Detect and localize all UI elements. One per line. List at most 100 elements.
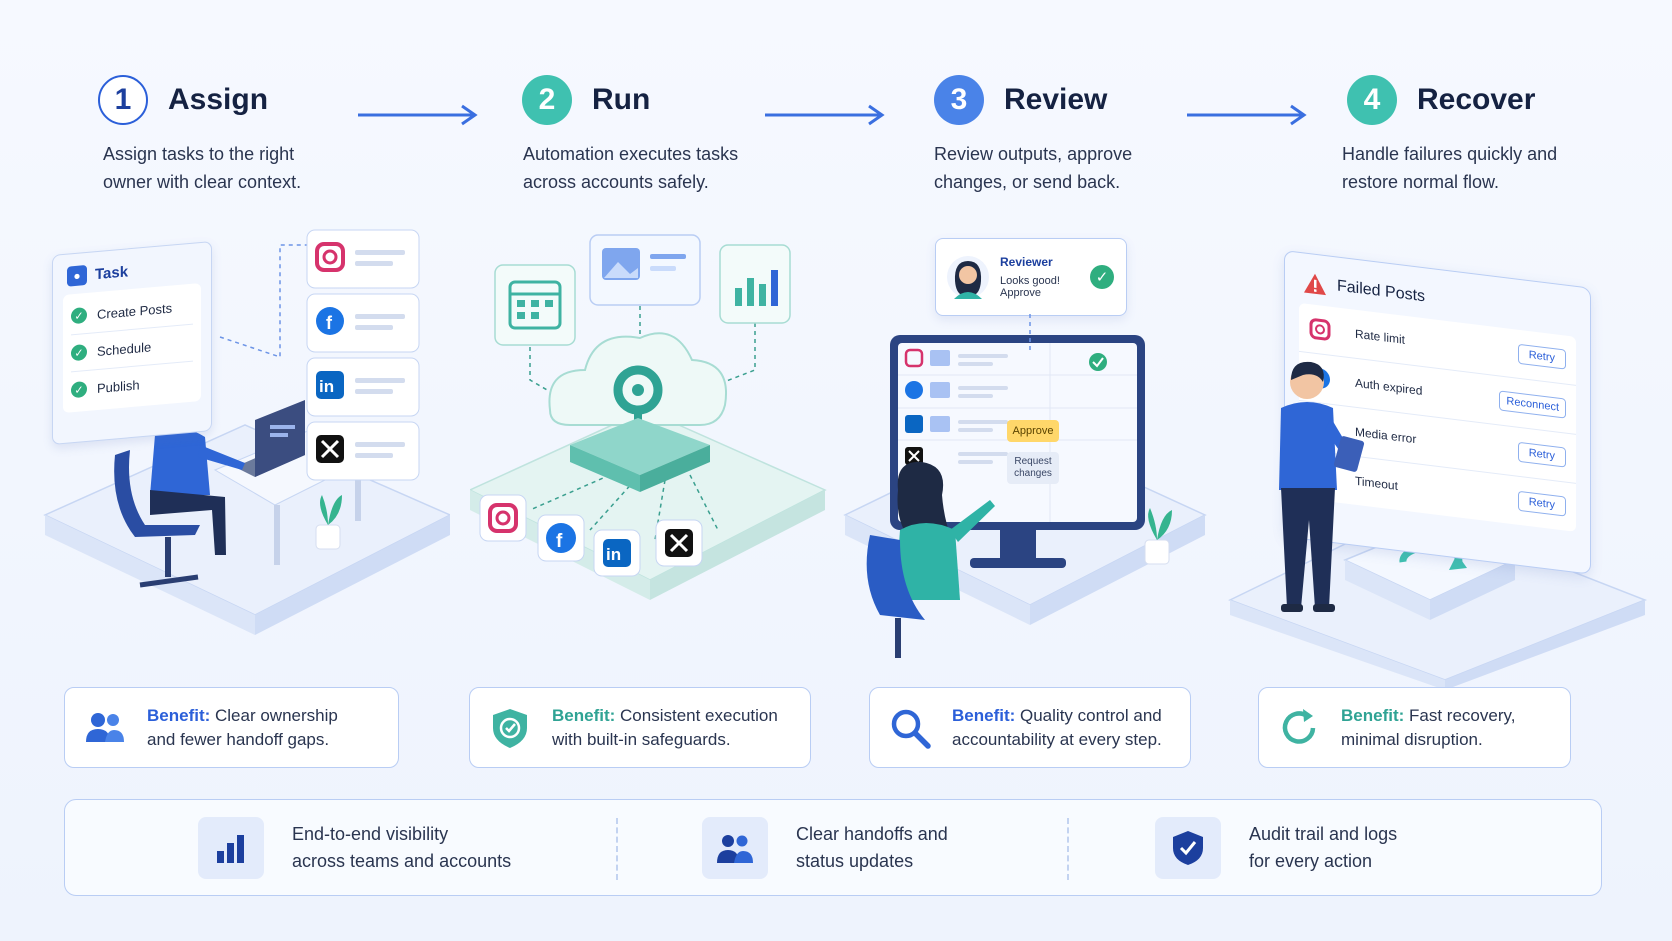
- reviewer-comment: Approve: [1000, 287, 1041, 299]
- feature-line-2: across teams and accounts: [292, 851, 512, 871]
- recover-platform: [1228, 509, 1648, 690]
- feature-line-1: Audit trail and logs: [1249, 824, 1398, 844]
- benefit-line-1: Quality control and: [1015, 705, 1162, 725]
- request-changes-button[interactable]: Request changes: [1007, 452, 1059, 484]
- social-accounts-stack: f in: [306, 229, 420, 481]
- reviewer-info: Reviewer Looks good! Approve: [1000, 255, 1090, 299]
- instagram-icon: [1309, 318, 1331, 341]
- facebook-icon: f: [306, 293, 420, 353]
- benefit-label: Benefit:: [1341, 705, 1405, 725]
- feature-audit: Audit trail and logs for every action: [1155, 817, 1397, 879]
- benefit-card-recover: Benefit: Fast recovery, minimal disrupti…: [1258, 687, 1571, 768]
- step-3-header: 3 Review: [934, 75, 1107, 125]
- benefit-card-run: Benefit: Consistent execution with built…: [469, 687, 811, 768]
- step-1-number: 1: [98, 75, 148, 125]
- failed-posts-header: Failed Posts: [1285, 251, 1590, 338]
- step-4-description: Handle failures quickly and restore norm…: [1342, 140, 1557, 196]
- step-4-number: 4: [1347, 75, 1397, 125]
- x-icon: [306, 421, 420, 481]
- step-3-desc-line-2: changes, or send back.: [934, 172, 1121, 192]
- step-3-title: Review: [1004, 83, 1108, 116]
- reviewer-label: Reviewer: [1000, 255, 1053, 269]
- users-icon: [702, 817, 768, 879]
- step-1-desc-line-1: Assign tasks to the right: [103, 144, 295, 164]
- reviewer-avatar: [947, 256, 989, 299]
- user-icon: ●: [67, 264, 87, 287]
- step-4-desc-line-2: restore normal flow.: [1342, 172, 1500, 192]
- failed-posts-title: Failed Posts: [1337, 277, 1426, 306]
- facebook-icon: f: [537, 514, 585, 562]
- request-changes-label: Request: [1014, 456, 1052, 467]
- svg-text:in: in: [606, 545, 621, 564]
- failure-reason: Timeout: [1355, 473, 1398, 493]
- step-3-number: 3: [934, 75, 984, 125]
- feature-line-1: End-to-end visibility: [292, 824, 449, 844]
- step-1-header: 1 Assign: [98, 75, 268, 125]
- feature-text: Clear handoffs and status updates: [796, 821, 948, 875]
- operator-person: [1279, 361, 1365, 612]
- check-icon: ✓: [1090, 265, 1114, 289]
- step-3-description: Review outputs, approve changes, or send…: [934, 140, 1132, 196]
- facebook-icon: [905, 381, 923, 399]
- svg-text:f: f: [556, 531, 563, 552]
- benefit-label: Benefit:: [952, 705, 1016, 725]
- step-4-header: 4 Recover: [1347, 75, 1535, 125]
- feature-line-2: for every action: [1249, 851, 1373, 871]
- divider: [616, 818, 618, 880]
- instagram-icon: [479, 494, 527, 542]
- benefit-line-1: Fast recovery,: [1404, 705, 1516, 725]
- reviewer-card: Reviewer Looks good! Approve ✓: [935, 238, 1127, 316]
- bar-chart-icon: [198, 817, 264, 879]
- failed-post-row: Rate limit Retry: [1299, 302, 1576, 386]
- users-icon: [86, 712, 124, 742]
- svg-text:f: f: [326, 313, 333, 333]
- x-icon: [655, 519, 703, 567]
- reconnect-button[interactable]: Reconnect: [1499, 390, 1566, 419]
- linkedin-icon: in: [593, 529, 641, 577]
- feature-handoffs: Clear handoffs and status updates: [702, 817, 948, 879]
- step-2-desc-line-1: Automation executes tasks: [523, 144, 739, 164]
- step-1-desc-line-2: owner with clear context.: [103, 172, 302, 192]
- step-1-title: Assign: [168, 83, 269, 116]
- step-4-title: Recover: [1417, 83, 1536, 116]
- benefit-text: Benefit: Consistent execution with built…: [552, 704, 778, 752]
- benefit-text: Benefit: Quality control and accountabil…: [952, 704, 1162, 752]
- failure-reason: Auth expired: [1355, 375, 1423, 398]
- svg-text:in: in: [319, 377, 334, 396]
- check-icon: [1089, 353, 1107, 371]
- search-icon: [891, 709, 931, 749]
- task-list: ✓ Create Posts ✓ Schedule ✓ Publish: [63, 282, 201, 414]
- check-icon: ✓: [71, 306, 87, 325]
- check-icon: ✓: [71, 380, 87, 399]
- retry-button[interactable]: Retry: [1517, 343, 1566, 370]
- benefit-label: Benefit:: [552, 705, 616, 725]
- linkedin-icon: in: [306, 357, 420, 417]
- arrow-right-icon: [1187, 104, 1307, 126]
- step-3-desc-line-1: Review outputs, approve: [934, 144, 1133, 164]
- benefit-line-2: with built-in safeguards.: [552, 729, 731, 749]
- task-item-label: Create Posts: [97, 299, 173, 322]
- benefit-text: Benefit: Fast recovery, minimal disrupti…: [1341, 704, 1515, 752]
- arrow-right-icon: [358, 104, 478, 126]
- benefit-line-1: Consistent execution: [615, 705, 778, 725]
- task-panel: ● Task ✓ Create Posts ✓ Schedule ✓ Publi…: [52, 241, 212, 445]
- calendar-icon: [494, 264, 576, 346]
- feature-visibility: End-to-end visibility across teams and a…: [198, 817, 511, 879]
- retry-button[interactable]: Retry: [1517, 441, 1566, 468]
- feature-text: Audit trail and logs for every action: [1249, 821, 1397, 875]
- benefit-card-review: Benefit: Quality control and accountabil…: [869, 687, 1191, 768]
- benefit-line-2: accountability at every step.: [952, 729, 1162, 749]
- image-icon: [589, 234, 701, 306]
- approve-button[interactable]: Approve: [1007, 420, 1059, 442]
- warning-icon: [1304, 273, 1326, 296]
- task-item-label: Publish: [97, 376, 140, 396]
- step-2-desc-line-2: across accounts safely.: [523, 172, 709, 192]
- shield-check-icon: [1155, 817, 1221, 879]
- arrow-right-icon: [765, 104, 885, 126]
- step-1-description: Assign tasks to the right owner with cle…: [103, 140, 301, 196]
- retry-button[interactable]: Retry: [1517, 490, 1566, 517]
- instagram-icon: [904, 348, 924, 368]
- connector-line: [1029, 314, 1031, 354]
- step-4-desc-line-1: Handle failures quickly and: [1342, 144, 1558, 164]
- instagram-icon: [306, 229, 420, 289]
